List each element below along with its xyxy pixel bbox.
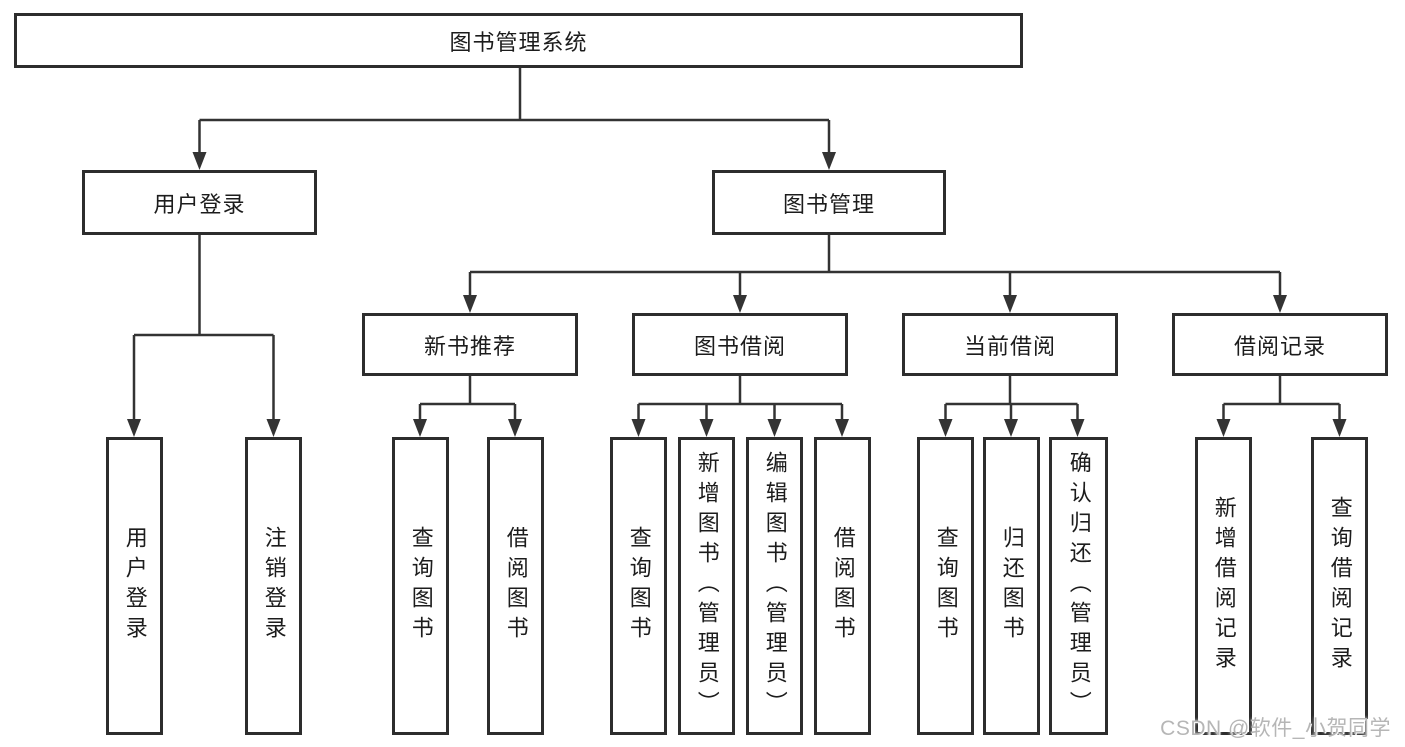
leaf-add-book-admin-label: 新增图书（管理员） (694, 451, 720, 721)
leaf-query-books-current: 查询图书 (917, 437, 974, 735)
csdn-watermark: CSDN @软件_小贺同学 (1160, 717, 1391, 740)
leaf-borrow-books-recommend-label: 借阅图书 (503, 526, 529, 646)
leaf-add-borrow-record-label: 新增借阅记录 (1211, 496, 1237, 676)
leaf-logout: 注销登录 (245, 437, 302, 735)
node-root-label: 图书管理系统 (449, 29, 588, 55)
leaf-user-login-label: 用户登录 (122, 526, 148, 646)
leaf-borrow-books-borrow: 借阅图书 (814, 437, 871, 735)
node-root: 图书管理系统 (14, 13, 1023, 68)
node-current-borrow: 当前借阅 (902, 313, 1118, 376)
leaf-query-books-borrow: 查询图书 (610, 437, 667, 735)
leaf-query-borrow-record: 查询借阅记录 (1311, 437, 1368, 735)
leaf-borrow-books-borrow-label: 借阅图书 (830, 526, 856, 646)
leaf-add-book-admin: 新增图书（管理员） (678, 437, 735, 735)
leaf-query-books-current-label: 查询图书 (933, 526, 959, 646)
node-user-login: 用户登录 (82, 170, 317, 235)
arrowheads (127, 152, 1347, 437)
connector-strokes (132, 68, 1341, 421)
leaf-query-borrow-record-label: 查询借阅记录 (1327, 496, 1353, 676)
leaf-query-books-borrow-label: 查询图书 (626, 526, 652, 646)
leaf-query-books-recommend: 查询图书 (392, 437, 449, 735)
leaf-add-borrow-record: 新增借阅记录 (1195, 437, 1252, 735)
leaf-confirm-return-admin: 确认归还（管理员） (1049, 437, 1108, 735)
node-user-login-label: 用户登录 (153, 191, 246, 217)
leaf-edit-book-admin-label: 编辑图书（管理员） (762, 451, 788, 721)
leaf-edit-book-admin: 编辑图书（管理员） (746, 437, 803, 735)
leaf-confirm-return-admin-label: 确认归还（管理员） (1066, 451, 1092, 721)
leaf-borrow-books-recommend: 借阅图书 (487, 437, 544, 735)
leaf-return-book-label: 归还图书 (999, 526, 1025, 646)
leaf-logout-label: 注销登录 (261, 526, 287, 646)
leaf-user-login: 用户登录 (106, 437, 163, 735)
leaf-query-books-recommend-label: 查询图书 (408, 526, 434, 646)
node-borrow-records-label: 借阅记录 (1233, 333, 1326, 359)
node-borrow-records: 借阅记录 (1172, 313, 1388, 376)
node-book-management-label: 图书管理 (782, 191, 875, 217)
node-current-borrow-label: 当前借阅 (963, 333, 1056, 359)
node-new-book-recommend: 新书推荐 (362, 313, 578, 376)
node-new-book-recommend-label: 新书推荐 (423, 333, 516, 359)
node-book-borrow-label: 图书借阅 (693, 333, 786, 359)
node-book-borrow: 图书借阅 (632, 313, 848, 376)
node-book-management: 图书管理 (712, 170, 946, 235)
leaf-return-book: 归还图书 (983, 437, 1040, 735)
